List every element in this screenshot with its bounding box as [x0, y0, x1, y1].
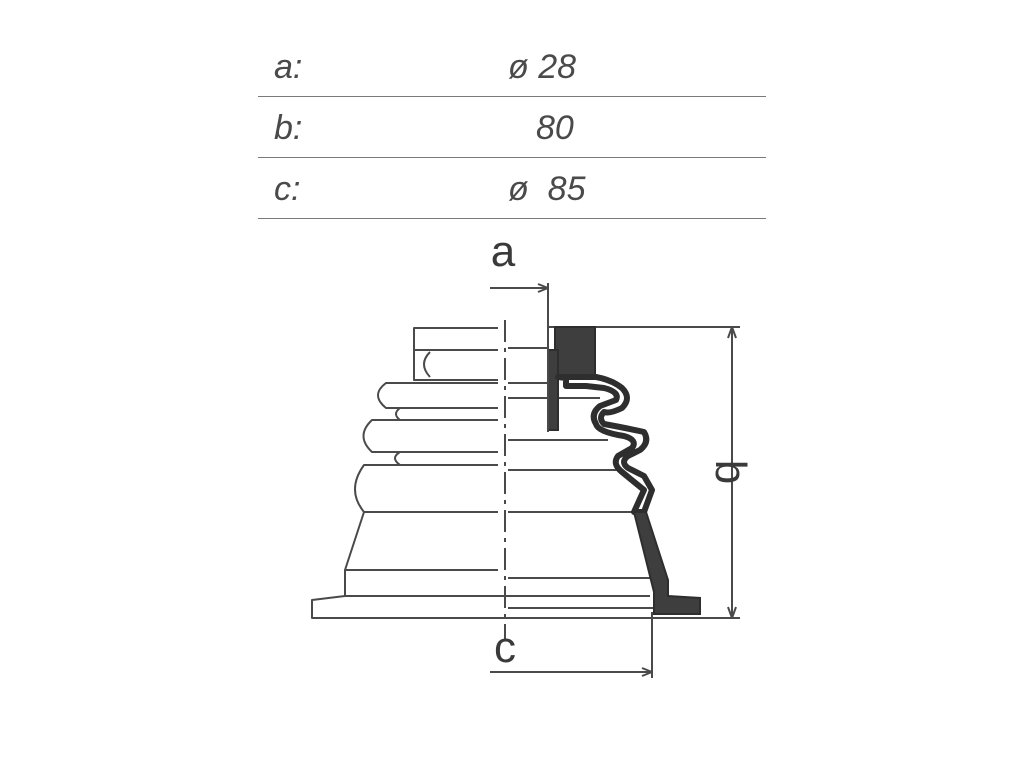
spec-row-a: a: ø 28 — [258, 36, 766, 97]
dimension-b-label: b — [706, 460, 755, 484]
dimension-a-label: a — [491, 227, 516, 276]
spec-key: b: — [274, 109, 303, 147]
inner-section-lines — [508, 347, 660, 609]
spec-key: a: — [274, 48, 303, 86]
spec-table: a: ø 28 b: 80 c: ø 85 — [258, 36, 766, 219]
dimension-c-label: c — [494, 623, 516, 672]
dimension-a — [490, 283, 549, 432]
spec-row-b: b: 80 — [258, 97, 766, 158]
boot-outline-left — [311, 327, 650, 619]
spec-row-c: c: ø 85 — [258, 158, 766, 219]
spec-value: ø 85 — [508, 170, 586, 208]
spec-key: c: — [274, 170, 301, 208]
dimension-c — [490, 612, 653, 678]
spec-value: ø 28 — [508, 48, 577, 86]
boot-cross-section — [547, 326, 701, 615]
spec-value: 80 — [536, 109, 574, 147]
dimension-b — [727, 326, 737, 619]
